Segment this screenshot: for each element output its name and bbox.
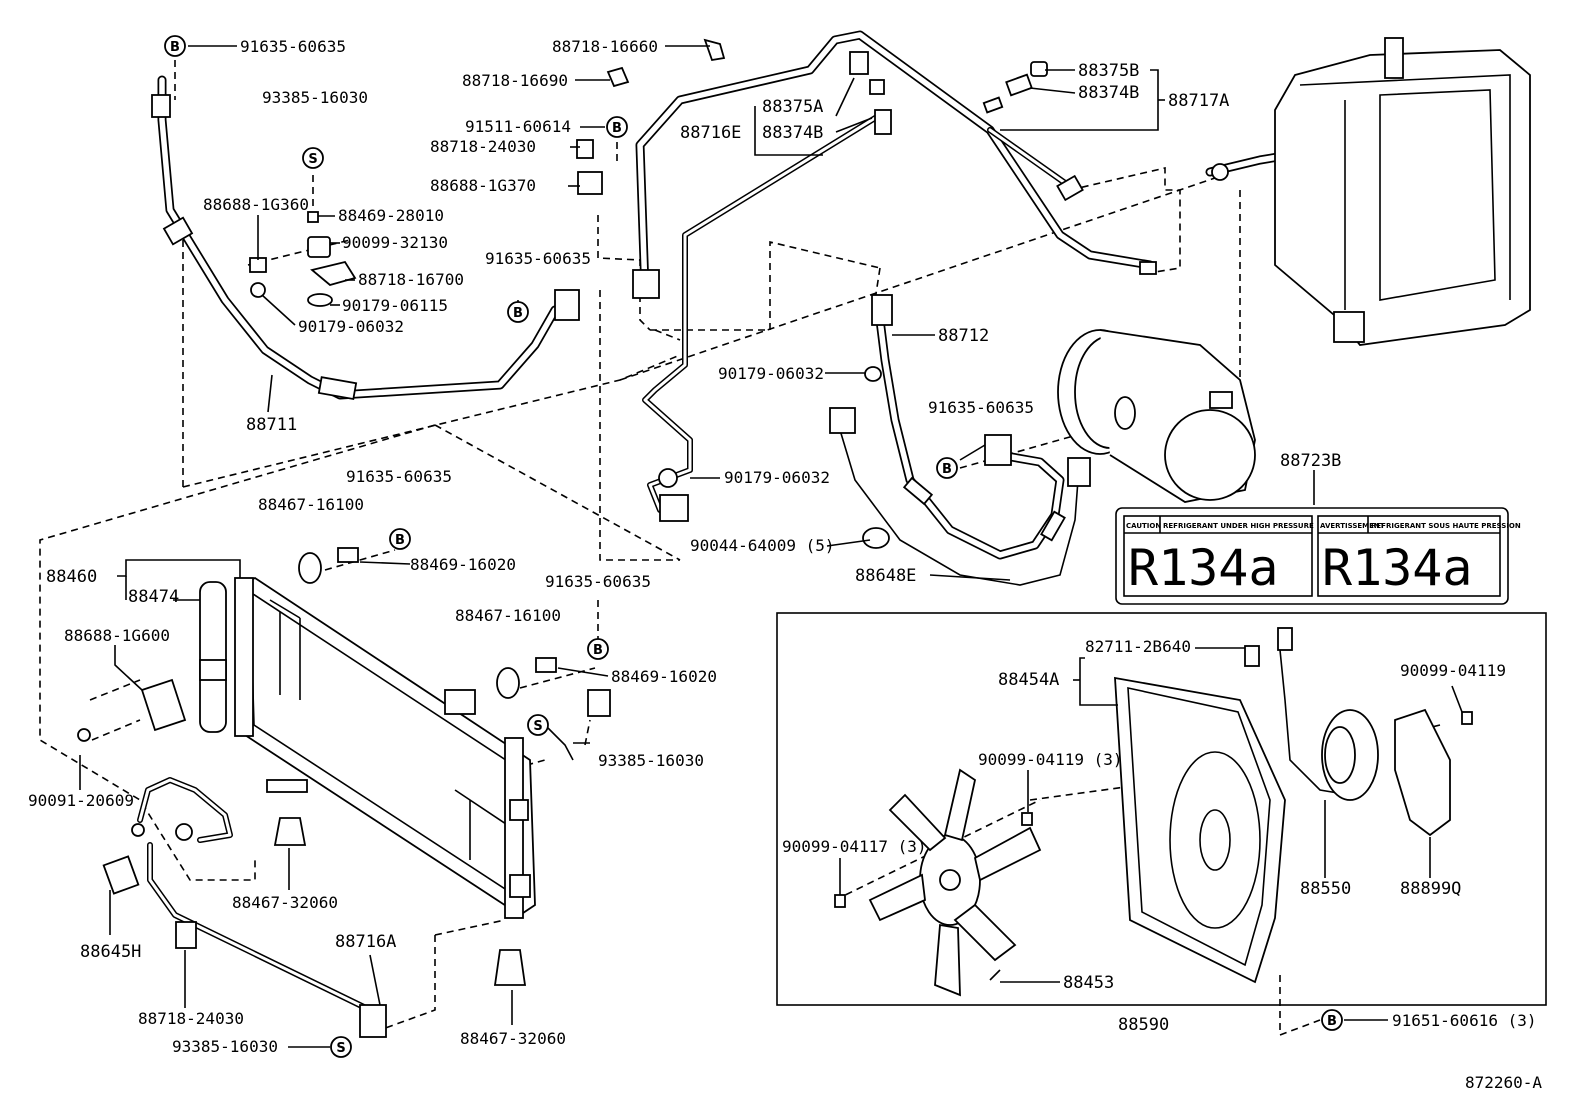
part-label: 91635-60635	[928, 398, 1034, 417]
part-label: 88460	[46, 567, 97, 587]
part-label: 93385-16030	[172, 1037, 278, 1056]
part-label: 90179-06032	[724, 468, 830, 487]
part-label: 90099-04119	[1400, 661, 1506, 680]
fan-motor	[1277, 627, 1379, 801]
marker-b: B	[593, 643, 603, 658]
part-label: 91651-60616 (3)	[1392, 1011, 1537, 1030]
condenser	[234, 576, 536, 919]
refrigerant-value-right: R134a	[1322, 539, 1473, 597]
part-label: 91635-60635	[240, 37, 346, 56]
refrigerant-label-card: CAUTION REFRIGERANT UNDER HIGH PRESSURE …	[1115, 507, 1521, 605]
part-label: 90099-32130	[342, 233, 448, 252]
fan-shroud	[1114, 645, 1286, 984]
compressor	[1057, 329, 1256, 503]
part-label: 91635-60635	[545, 572, 651, 591]
marker-b: B	[513, 306, 523, 321]
avertissement-text: REFRIGERANT SOUS HAUTE PRESSION	[1371, 522, 1521, 530]
part-label: 88718-24030	[430, 137, 536, 156]
receiver-drier	[199, 581, 227, 733]
part-label: 88375B	[1078, 61, 1139, 81]
evaporator-housing	[1211, 37, 1531, 346]
caution-text: REFRIGERANT UNDER HIGH PRESSURE	[1163, 522, 1314, 530]
leader-lines	[79, 45, 1463, 1048]
part-label: 91635-60635	[346, 467, 452, 486]
diagram-code: 872260-A	[1465, 1073, 1542, 1092]
avertissement-header: AVERTISSEMENT	[1320, 522, 1385, 530]
part-label: 90091-20609	[28, 791, 134, 810]
refrigerant-value-left: R134a	[1128, 539, 1279, 597]
part-label: 88469-16020	[410, 555, 516, 574]
marker-b: B	[170, 40, 180, 55]
part-label: 88467-32060	[460, 1029, 566, 1048]
components	[77, 37, 1531, 1038]
fan-blade	[868, 768, 1042, 997]
part-label: 88688-1G370	[430, 176, 536, 195]
part-label: 88375A	[762, 97, 823, 117]
part-label: 88550	[1300, 879, 1351, 899]
marker-s: S	[308, 152, 317, 167]
part-label: 93385-16030	[598, 751, 704, 770]
part-label: 82711-2B640	[1085, 637, 1191, 656]
marker-b: B	[942, 462, 952, 477]
part-label: 91635-60635	[485, 249, 591, 268]
part-label: 88474	[128, 587, 179, 607]
part-label: 88717A	[1168, 91, 1229, 111]
part-label: 88453	[1063, 973, 1114, 993]
part-label: 90179-06032	[718, 364, 824, 383]
part-label: 88716E	[680, 123, 741, 143]
part-label: 90179-06032	[298, 317, 404, 336]
part-label: 88469-28010	[338, 206, 444, 225]
marker-b: B	[1327, 1014, 1337, 1029]
part-label: 88711	[246, 415, 297, 435]
marker-b: B	[612, 121, 622, 136]
markers: B S B B B B B S S B	[164, 35, 1343, 1058]
part-labels: 91635-60635 93385-16030 88688-1G360 8846…	[28, 37, 1542, 1092]
part-label: 88374B	[762, 123, 823, 143]
part-label: 88454A	[998, 670, 1059, 690]
part-label: 90179-06115	[342, 296, 448, 315]
part-label: 88688-1G600	[64, 626, 170, 645]
part-label: 93385-16030	[262, 88, 368, 107]
part-label: 88718-16700	[358, 270, 464, 289]
marker-s: S	[533, 719, 542, 734]
part-label: 88723B	[1280, 451, 1341, 471]
part-label: 88712	[938, 326, 989, 346]
part-label: 90099-04119 (3)	[978, 750, 1123, 769]
part-label: 88469-16020	[611, 667, 717, 686]
part-label: 88645H	[80, 942, 141, 962]
part-label: 90099-04117 (3)	[782, 837, 927, 856]
caution-header: CAUTION	[1126, 522, 1161, 530]
part-label: 88718-16660	[552, 37, 658, 56]
marker-b: B	[395, 533, 405, 548]
part-label: 91511-60614	[465, 117, 571, 136]
part-label: 88718-16690	[462, 71, 568, 90]
part-label: 88467-16100	[455, 606, 561, 625]
part-label: 88899Q	[1400, 879, 1461, 899]
fan-assembly-box	[776, 612, 1547, 1006]
part-label: 90044-64009 (5)	[690, 536, 835, 555]
part-label: 88467-32060	[232, 893, 338, 912]
part-label: 88688-1G360	[203, 195, 309, 214]
marker-s: S	[336, 1041, 345, 1056]
part-label: 88590	[1118, 1015, 1169, 1035]
part-label: 88718-24030	[138, 1009, 244, 1028]
part-label: 88374B	[1078, 83, 1139, 103]
part-label: 88648E	[855, 566, 916, 586]
part-label: 88467-16100	[258, 495, 364, 514]
part-label: 88716A	[335, 932, 396, 952]
